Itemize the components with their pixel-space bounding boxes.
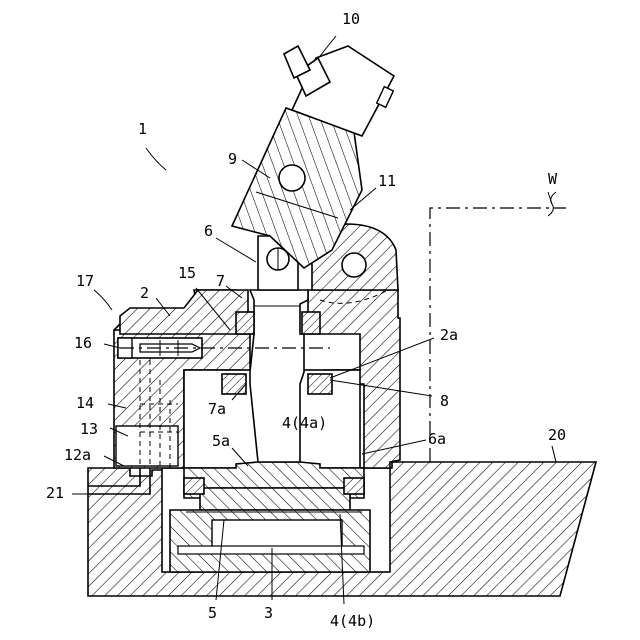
- label-3: 3: [264, 604, 273, 622]
- label-13: 13: [80, 420, 98, 438]
- label-9: 9: [228, 150, 237, 168]
- label-14: 14: [76, 394, 94, 412]
- label-2: 2: [140, 284, 149, 302]
- label-10: 10: [342, 10, 360, 28]
- label-W: W: [548, 170, 558, 188]
- label-21: 21: [46, 484, 64, 502]
- label-6: 6: [204, 222, 213, 240]
- label-20: 20: [548, 426, 566, 444]
- label-1: 1: [138, 120, 147, 138]
- label-11: 11: [378, 172, 396, 190]
- label-2a: 2a: [440, 326, 458, 344]
- label-4-4b: 4(4b): [330, 612, 375, 630]
- label-5a: 5a: [212, 432, 230, 450]
- label-7: 7: [216, 272, 225, 290]
- label-8: 8: [440, 392, 449, 410]
- label-17: 17: [76, 272, 94, 290]
- label-12a: 12a: [64, 446, 91, 464]
- label-16: 16: [74, 334, 92, 352]
- label-6a: 6a: [428, 430, 446, 448]
- label-15: 15: [178, 264, 196, 282]
- label-5: 5: [208, 604, 217, 622]
- label-4-4a: 4(4a): [282, 414, 327, 432]
- label-7a: 7a: [208, 400, 226, 418]
